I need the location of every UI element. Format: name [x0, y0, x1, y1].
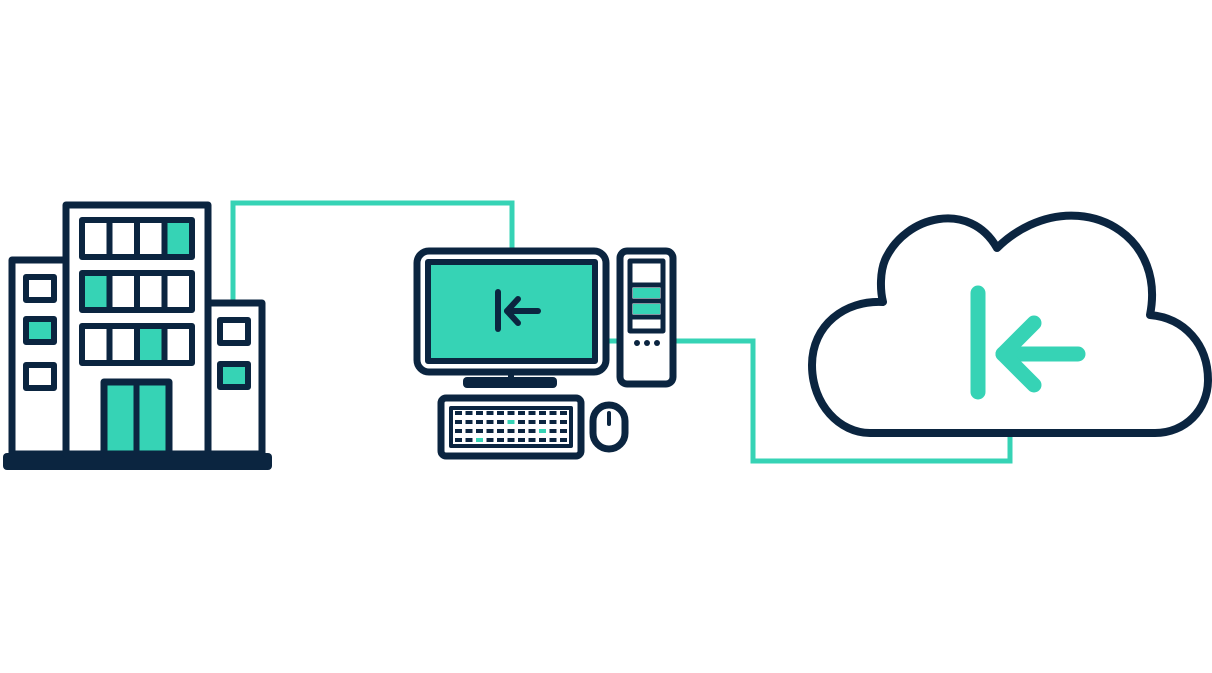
keyboard-key: [476, 411, 483, 415]
keyboard-key: [539, 438, 546, 442]
window: [23, 274, 57, 303]
desktop-computer-icon: [413, 247, 677, 460]
keyboard-key: [497, 438, 504, 442]
window-lit: [140, 329, 162, 360]
keyboard-key: [539, 420, 546, 424]
k-arrow-logo-icon: [970, 285, 1086, 400]
building-door: [100, 378, 173, 458]
window-lit: [23, 316, 57, 345]
keyboard-key: [465, 429, 473, 433]
keyboard-key: [528, 420, 536, 424]
tower-led: [644, 340, 650, 346]
keyboard-key: [518, 411, 525, 415]
window: [217, 317, 251, 346]
keyboard-key: [507, 420, 515, 424]
connector-building-to-computer: [230, 200, 515, 300]
keyboard-key: [539, 429, 546, 433]
keyboard-key: [528, 438, 536, 442]
keyboard-key: [549, 429, 557, 433]
keyboard-key: [465, 438, 473, 442]
keyboard-key: [465, 411, 473, 415]
keyboard-key: [560, 429, 567, 433]
keyboard-key: [518, 429, 525, 433]
keyboard-key: [507, 429, 515, 433]
cloud-outline: [808, 211, 1212, 437]
keyboard-key: [455, 438, 462, 442]
keyboard-key: [560, 411, 567, 415]
keyboard-key: [486, 438, 494, 442]
keyboard-key: [528, 411, 536, 415]
keyboard-key: [518, 420, 525, 424]
monitor-base: [463, 377, 557, 388]
keyboard-key: [497, 420, 504, 424]
mouse-icon: [589, 401, 629, 453]
keyboard-key: [476, 438, 483, 442]
drive-slot-lit: [633, 288, 660, 298]
keyboard-key: [497, 411, 504, 415]
keyboard-key: [455, 429, 462, 433]
office-building-icon: [3, 201, 272, 470]
keyboard-key: [560, 438, 567, 442]
tower-led: [634, 340, 640, 346]
keyboard-key: [497, 429, 504, 433]
keyboard-key: [549, 438, 557, 442]
keyboard-key: [528, 429, 536, 433]
keyboard-key: [486, 411, 494, 415]
keyboard-key: [476, 420, 483, 424]
keyboard-keys: [455, 411, 567, 442]
keyboard-key: [465, 420, 473, 424]
connectors: [230, 200, 1013, 464]
keyboard-key: [518, 438, 525, 442]
keyboard-key: [549, 420, 557, 424]
connector-computer-to-cloud: [602, 338, 1013, 464]
window-lit: [217, 361, 251, 390]
keyboard-key: [539, 411, 546, 415]
keyboard-key: [507, 438, 515, 442]
tower-window-band: [79, 270, 195, 313]
tower-window-band: [79, 323, 195, 366]
keyboard-key: [476, 429, 483, 433]
tower-led: [654, 340, 660, 346]
k-arrow-logo-icon: [495, 289, 541, 332]
keyboard-key: [560, 420, 567, 424]
keyboard-key: [507, 411, 515, 415]
tower-window-band: [79, 217, 195, 260]
window: [23, 362, 57, 391]
cloud-icon: [808, 211, 1212, 437]
keyboard-key: [455, 411, 462, 415]
keyboard-key: [455, 420, 462, 424]
keyboard-key: [486, 429, 494, 433]
window-lit: [167, 223, 189, 254]
drive-slot-lit: [633, 304, 660, 314]
keyboard-key: [549, 411, 557, 415]
window-lit: [85, 276, 107, 307]
keyboard-key: [486, 420, 494, 424]
